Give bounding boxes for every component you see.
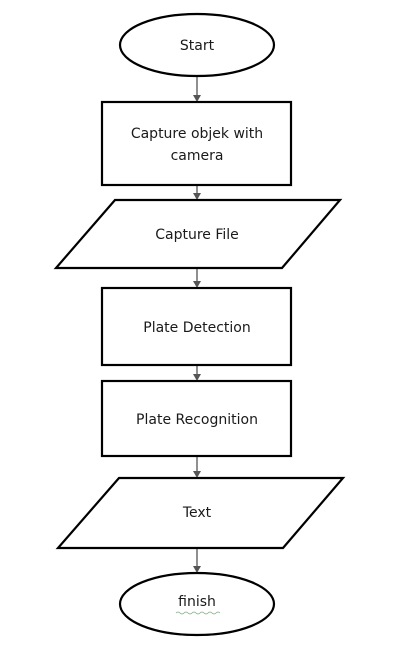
start-label: Start [180,38,215,54]
spellcheck-underline [175,611,221,615]
edge-capturefile-platedetection [193,268,201,288]
edge-start-capture [193,76,201,102]
finish-label: finish [178,594,216,610]
edge-platerecognition-text [193,456,201,478]
edge-capture-capturefile [193,185,201,200]
capture-file-parallelogram [53,198,343,270]
capture-box [100,100,293,187]
edge-text-finish [193,548,201,573]
plate-recognition-node: Plate Recognition [100,379,293,458]
edge-platedetection-platerecognition [193,365,201,381]
plate-detection-label: Plate Detection [143,320,250,336]
text-node: Text [55,476,346,550]
start-node: Start [118,12,276,78]
plate-detection-node: Plate Detection [100,286,293,367]
plate-detection-box [100,286,293,367]
plate-recognition-label: Plate Recognition [136,412,258,428]
finish-node: finish [118,571,276,637]
text-label: Text [182,505,212,521]
capture-label-line1: Capture objek with [131,126,263,142]
start-ellipse [118,12,276,78]
capture-file-node: Capture File [53,198,343,270]
capture-node: Capture objek with camera [100,100,293,187]
plate-recognition-box [100,379,293,458]
text-parallelogram [55,476,346,550]
capture-label-line2: camera [171,148,224,164]
capture-file-label: Capture File [155,227,239,243]
finish-ellipse [118,571,276,637]
